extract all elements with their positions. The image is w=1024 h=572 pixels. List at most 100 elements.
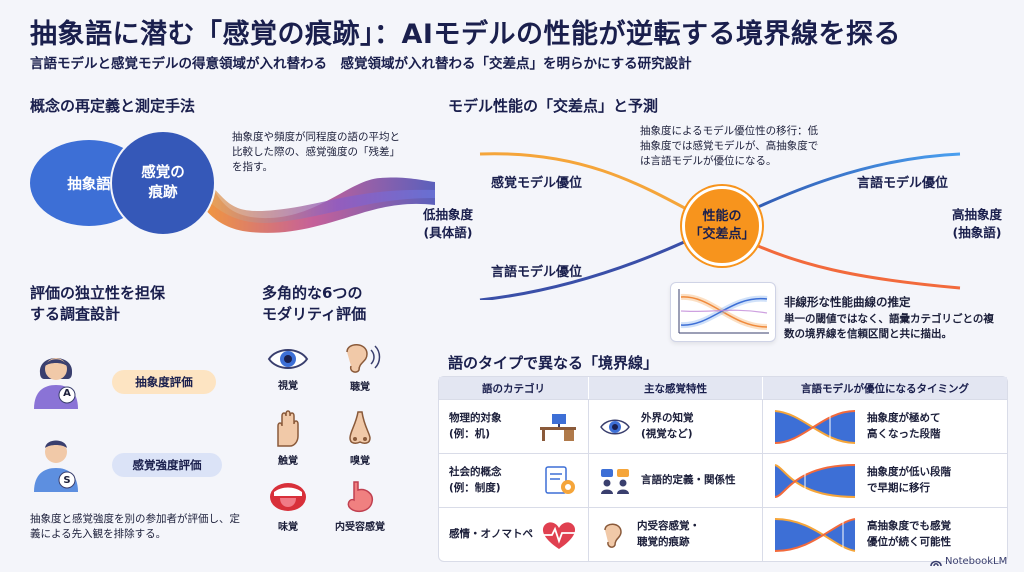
left-top-label: 感覚モデル優位 (491, 176, 583, 191)
row1-category-line2: (例：机) (449, 427, 491, 440)
brand-label: NotebookLM (945, 556, 1008, 567)
ear-icon (346, 344, 381, 373)
timing-curve-persistent (774, 517, 856, 552)
concept-heading: 概念の再定義と測定手法 (30, 97, 196, 115)
right-top-label: 言語モデル優位 (857, 176, 949, 191)
row1-trait-line1: 外界の知覚 (641, 412, 694, 425)
page-title: 抽象語に潜む「感覚の痕跡」：AIモデルの性能が逆転する境界線を探る (30, 19, 901, 50)
sensory-eval-pill: 感覚強度評価 (112, 453, 222, 477)
modality-interoception: 内受容感覚 (332, 480, 388, 533)
row3-timing: 高抽象度でも感覚優位が続く可能性 (763, 507, 1007, 561)
eye-icon (267, 349, 309, 369)
axis-high-line1: 高抽象度 (951, 207, 1002, 222)
modality-smell: 嗅覚 (332, 410, 388, 467)
evaluator-s-avatar (34, 440, 78, 492)
modality-vision: 視覚 (260, 345, 316, 392)
row3-timing-line1: 高抽象度でも感覚 (867, 520, 951, 533)
hand-icon (277, 410, 299, 447)
row3-trait-line2: 聴覚的痕跡 (637, 535, 690, 548)
crossover-heading: モデル性能の「交差点」と予測 (448, 97, 659, 115)
row2-timing-line1: 抽象度が低い段階 (867, 466, 951, 479)
row3-trait: 内受容感覚・聴覚的痕跡 (589, 507, 763, 561)
table-row: 社会的概念 (例：制度) (439, 453, 1007, 507)
modality-taste-label: 味覚 (278, 522, 298, 533)
survey-heading: 評価の独立性を担保 する調査設計 (30, 283, 165, 325)
modality-hearing: 聴覚 (332, 340, 388, 393)
crossover-point-line1: 性能の (702, 208, 742, 224)
desk-icon (540, 413, 576, 441)
row1-timing-line2: 高くなった段階 (867, 427, 941, 440)
row1-trait-line2: (視覚など) (641, 427, 693, 440)
heartbeat-icon (542, 521, 576, 549)
table-row: 物理的対象 (例：机) 外界の知覚 (視覚など) (439, 399, 1007, 453)
modality-hearing-label: 聴覚 (350, 382, 370, 393)
abstract-word-label: 抽象語 (67, 176, 111, 193)
sensory-trace-bubble: 感覚の 痕跡 (110, 130, 216, 236)
brand-mark: NotebookLM (930, 556, 1007, 567)
eye-icon (600, 419, 630, 434)
sensory-trace-label-1: 感覚の (141, 164, 185, 181)
timing-curve-early (774, 463, 856, 498)
header-category: 語のカテゴリ (439, 377, 589, 399)
inset-title: 非線形な性能曲線の推定 (784, 295, 911, 309)
table-row: 感情・オノマトペ 内受容感覚・聴覚的痕跡 (439, 507, 1007, 561)
row2-timing-line2: で早期に移行 (867, 481, 930, 494)
timing-curve-late (774, 409, 856, 444)
row2-trait: 言語的定義・関係性 (589, 453, 763, 507)
row1-timing: 抽象度が極めて高くなった段階 (763, 399, 1007, 453)
row1-timing-line1: 抽象度が極めて (867, 412, 941, 425)
crossover-point-line2: 「交差点」 (689, 227, 755, 242)
concept-note: 抽象度や頻度が同程度の語の平均と比較した際の、感覚強度の「残差」を指す。 (232, 131, 400, 173)
page-subtitle: 言語モデルと感覚モデルの得意領域が入れ替わる 感覚領域が入れ替わる「交差点」を明… (30, 56, 692, 72)
row3-category-line1: 感情・オノマトペ (449, 527, 533, 540)
axis-low-line1: 低抽象度 (422, 207, 473, 222)
modality-smell-label: 嗅覚 (350, 456, 370, 467)
trace-ribbon (190, 160, 435, 233)
sensory-trace-label-2: 痕跡 (148, 185, 178, 201)
row2-trait-line1: 言語的定義・関係性 (641, 473, 736, 486)
axis-high-abstraction: 高抽象度 (抽象語) (942, 206, 1012, 241)
abstraction-eval-pill: 抽象度評価 (112, 370, 216, 394)
survey-heading-line2: する調査設計 (30, 305, 121, 323)
row2-category: 社会的概念 (例：制度) (439, 453, 589, 507)
modality-taste: 味覚 (260, 480, 316, 533)
ear-icon (604, 523, 622, 548)
modality-vision-label: 視覚 (278, 381, 298, 392)
axis-low-abstraction: 低抽象度 (具体語) (418, 206, 478, 241)
modality-touch: 触覚 (260, 410, 316, 467)
mouth-icon (270, 483, 306, 511)
crossover-note: 抽象度によるモデル優位性の移行：低抽象度では感覚モデルが、高抽象度では言語モデル… (640, 125, 819, 167)
boundary-heading: 語のタイプで異なる「境界線」 (448, 354, 659, 372)
evaluator-a-badge: A (63, 388, 71, 399)
axis-high-line2: (抽象語) (952, 224, 1002, 240)
header-trait: 主な感覚特性 (589, 377, 763, 399)
boundary-table: 語のカテゴリ 主な感覚特性 言語モデルが優位になるタイミング 物理的対象 (例：机… (438, 376, 1008, 562)
modality-heading: 多角的な6つの モダリティ評価 (262, 283, 366, 325)
inset-curves (678, 289, 769, 334)
evaluator-s-badge: S (63, 475, 71, 486)
modality-touch-label: 触覚 (278, 456, 298, 467)
inset-note: 単一の閾値ではなく、語彙カテゴリごとの複数の境界線を信頼区間と共に描出。 (784, 313, 994, 340)
row3-timing-line2: 優位が続く可能性 (867, 535, 951, 548)
modality-interoception-label: 内受容感覚 (335, 522, 385, 533)
axis-low-line2: (具体語) (423, 224, 473, 240)
row1-category: 物理的対象 (例：机) (439, 399, 589, 453)
notebooklm-logo-icon (930, 560, 942, 566)
header-timing: 言語モデルが優位になるタイミング (763, 377, 1007, 399)
row1-category-line1: 物理的対象 (449, 412, 502, 425)
row2-category-line2: (例：制度) (449, 481, 501, 494)
row2-timing: 抽象度が低い段階で早期に移行 (763, 453, 1007, 507)
left-bottom-label: 言語モデル優位 (491, 265, 583, 280)
survey-heading-line1: 評価の独立性を担保 (30, 284, 166, 302)
modality-heading-line2: モダリティ評価 (262, 305, 367, 323)
row3-category: 感情・オノマトペ (439, 507, 589, 561)
people-chat-icon (601, 468, 629, 494)
row3-trait-line1: 内受容感覚・ (637, 520, 700, 533)
document-gear-icon (545, 465, 575, 494)
row2-category-line1: 社会的概念 (449, 466, 502, 479)
table-header-row: 語のカテゴリ 主な感覚特性 言語モデルが優位になるタイミング (439, 377, 1007, 399)
nonlinear-inset-chart (670, 282, 776, 342)
evaluator-a-avatar (34, 358, 78, 409)
crossover-point: 性能の 「交差点」 (682, 186, 762, 266)
row1-trait: 外界の知覚 (視覚など) (589, 399, 763, 453)
